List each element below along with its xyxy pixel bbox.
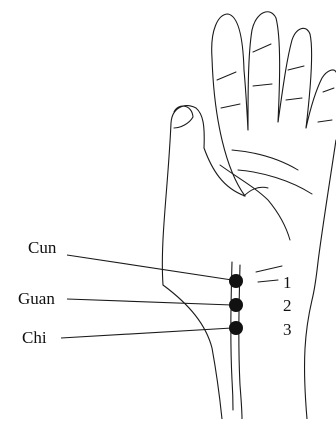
- ring-finger-outline: [278, 28, 312, 128]
- palm-edge-outline: [312, 140, 336, 300]
- forearm-left-outline: [163, 285, 222, 419]
- chi-label: Chi: [22, 328, 47, 347]
- guan-leader-line: [67, 299, 232, 305]
- hand-illustration: [162, 12, 336, 419]
- cun-number: 1: [283, 273, 292, 292]
- chi-number: 3: [283, 320, 292, 339]
- forearm-right-outline: [305, 300, 312, 419]
- thumb-outline: [162, 106, 245, 285]
- cun-leader-line: [67, 255, 232, 280]
- guan-point: [229, 298, 243, 312]
- pulse-points: Cun Guan Chi 1 2 3: [18, 238, 292, 347]
- guan-label: Guan: [18, 289, 55, 308]
- index-finger-outline: [212, 14, 248, 196]
- cun-point: [229, 274, 243, 288]
- guan-number: 2: [283, 296, 292, 315]
- cun-label: Cun: [28, 238, 57, 257]
- chi-point: [229, 321, 243, 335]
- middle-finger-outline: [248, 12, 280, 130]
- radial-artery-right: [239, 265, 242, 419]
